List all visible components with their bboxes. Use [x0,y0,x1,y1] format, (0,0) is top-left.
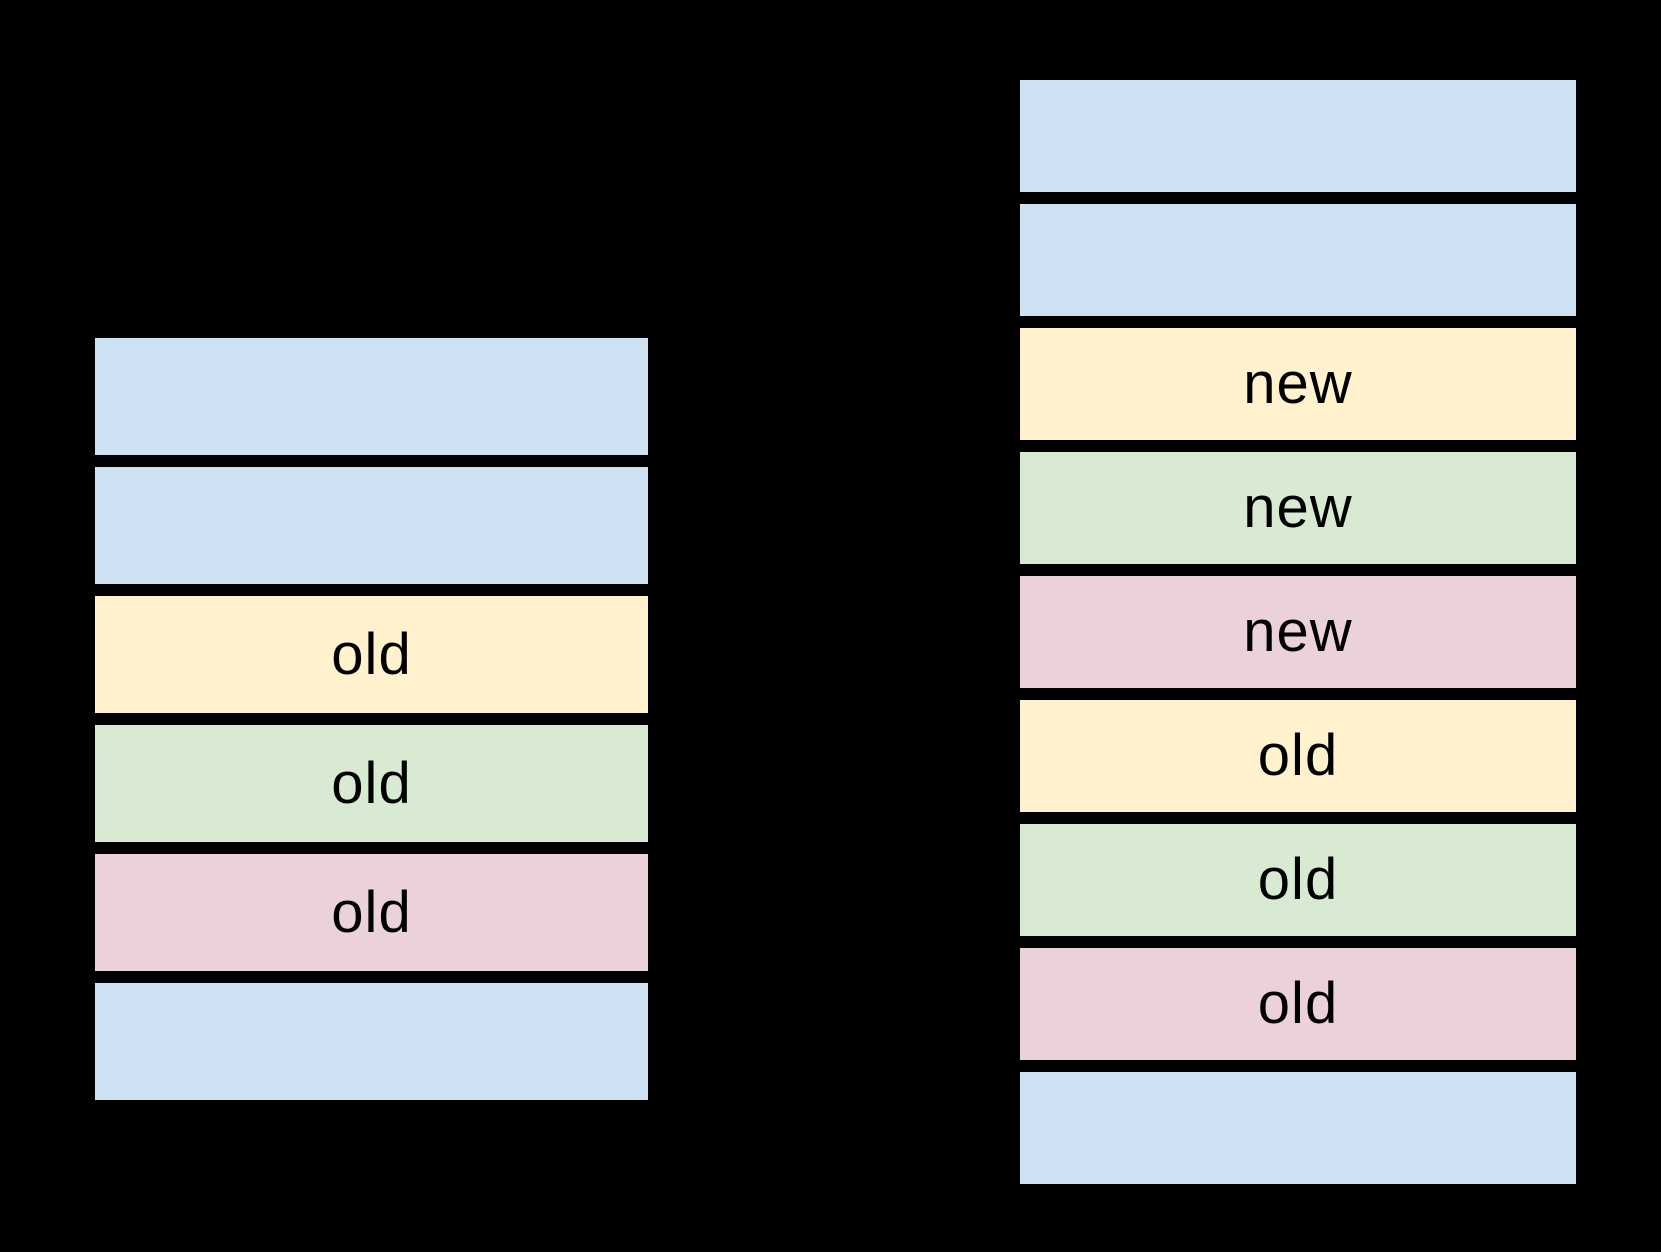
stack-row-blue [1018,1070,1578,1186]
stack-row-blue [93,981,650,1102]
stack-row-blue [1018,78,1578,194]
stack-row-label: old [331,879,412,945]
stack-row-blue [93,465,650,586]
stack-row-yellow-old: old [1018,698,1578,814]
stack-row-label: old [1257,971,1339,1036]
stack-row-label: old [331,750,412,816]
stack-row-yellow-new: new [1018,326,1578,442]
stack-row-label: new [1243,475,1353,540]
stack-row-pink-old: old [1018,946,1578,1062]
stack-row-pink-old: old [93,852,650,973]
stack-row-label: new [1243,351,1353,416]
stack-row-blue [1018,202,1578,318]
stack-row-blue [93,336,650,457]
stack-row-pink-new: new [1018,574,1578,690]
stack-row-green-new: new [1018,450,1578,566]
right-stack: new new new old old old [1018,78,1578,1186]
left-stack: old old old [93,336,650,1102]
stack-row-label: new [1243,599,1353,664]
stack-row-label: old [1257,847,1339,912]
stack-row-label: old [1257,723,1339,788]
stack-row-green-old: old [1018,822,1578,938]
stack-row-yellow-old: old [93,594,650,715]
stack-row-green-old: old [93,723,650,844]
stack-row-label: old [331,621,412,687]
